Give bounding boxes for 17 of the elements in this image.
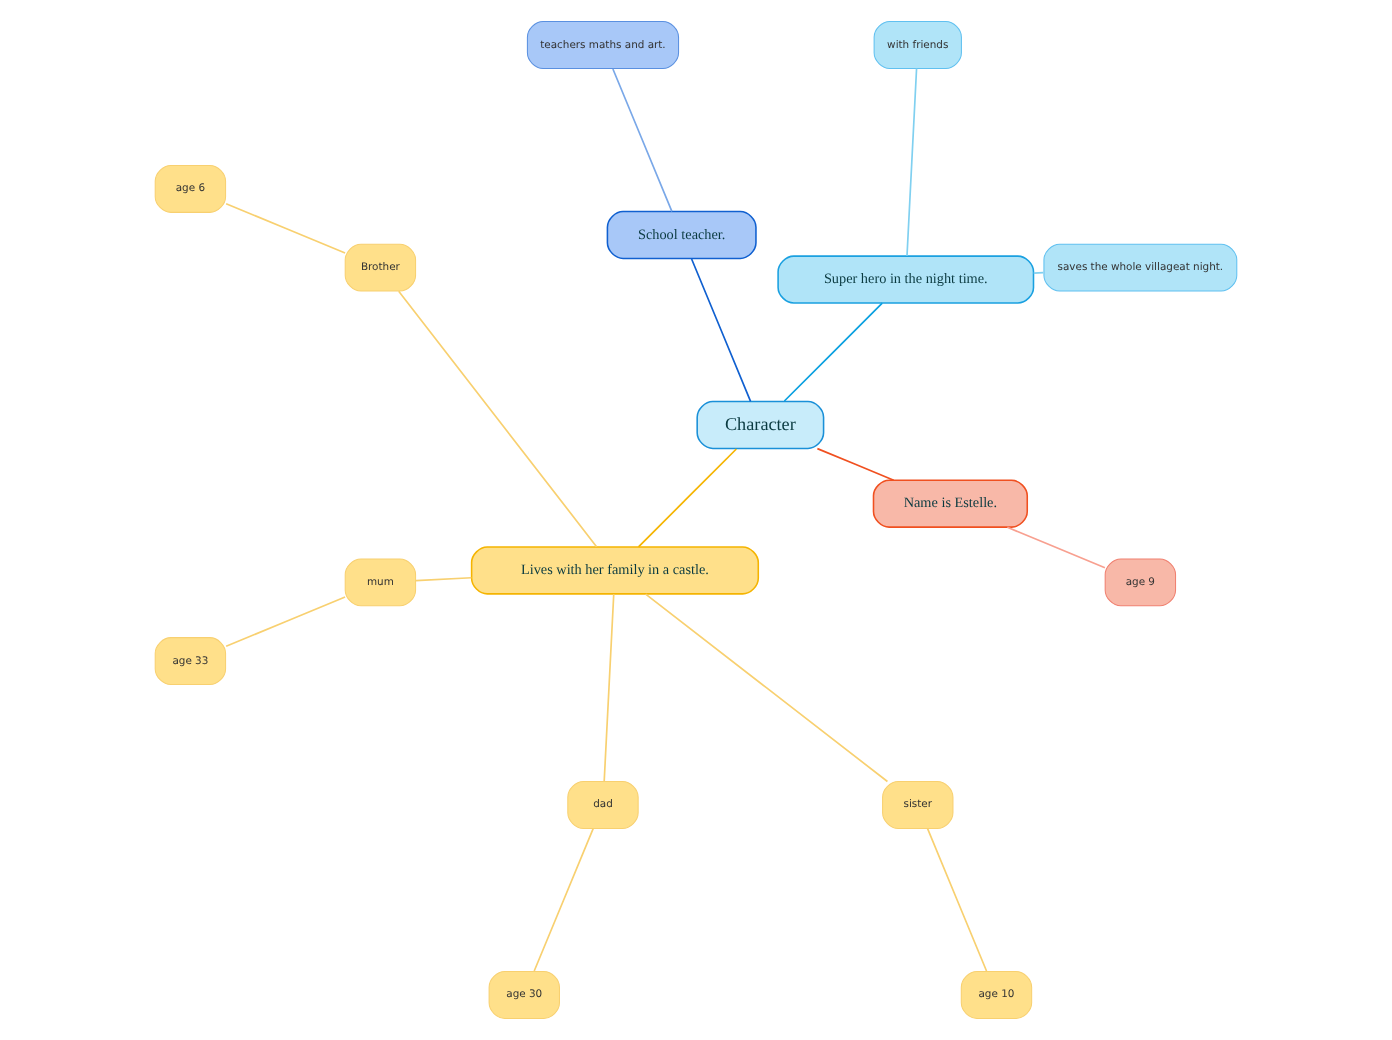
connector [644,593,889,783]
node-box: Character [696,400,825,450]
connector [637,448,738,548]
connector [1006,526,1106,569]
connector [926,827,988,972]
connector [533,827,594,972]
connector [783,302,884,402]
connector [397,290,598,548]
connector [225,202,346,254]
connector [816,447,895,482]
connector [603,593,615,783]
connector [1032,271,1045,274]
connector [415,576,473,582]
connector [906,67,918,257]
connector [612,68,673,213]
connector [690,258,752,403]
connector [225,596,346,648]
